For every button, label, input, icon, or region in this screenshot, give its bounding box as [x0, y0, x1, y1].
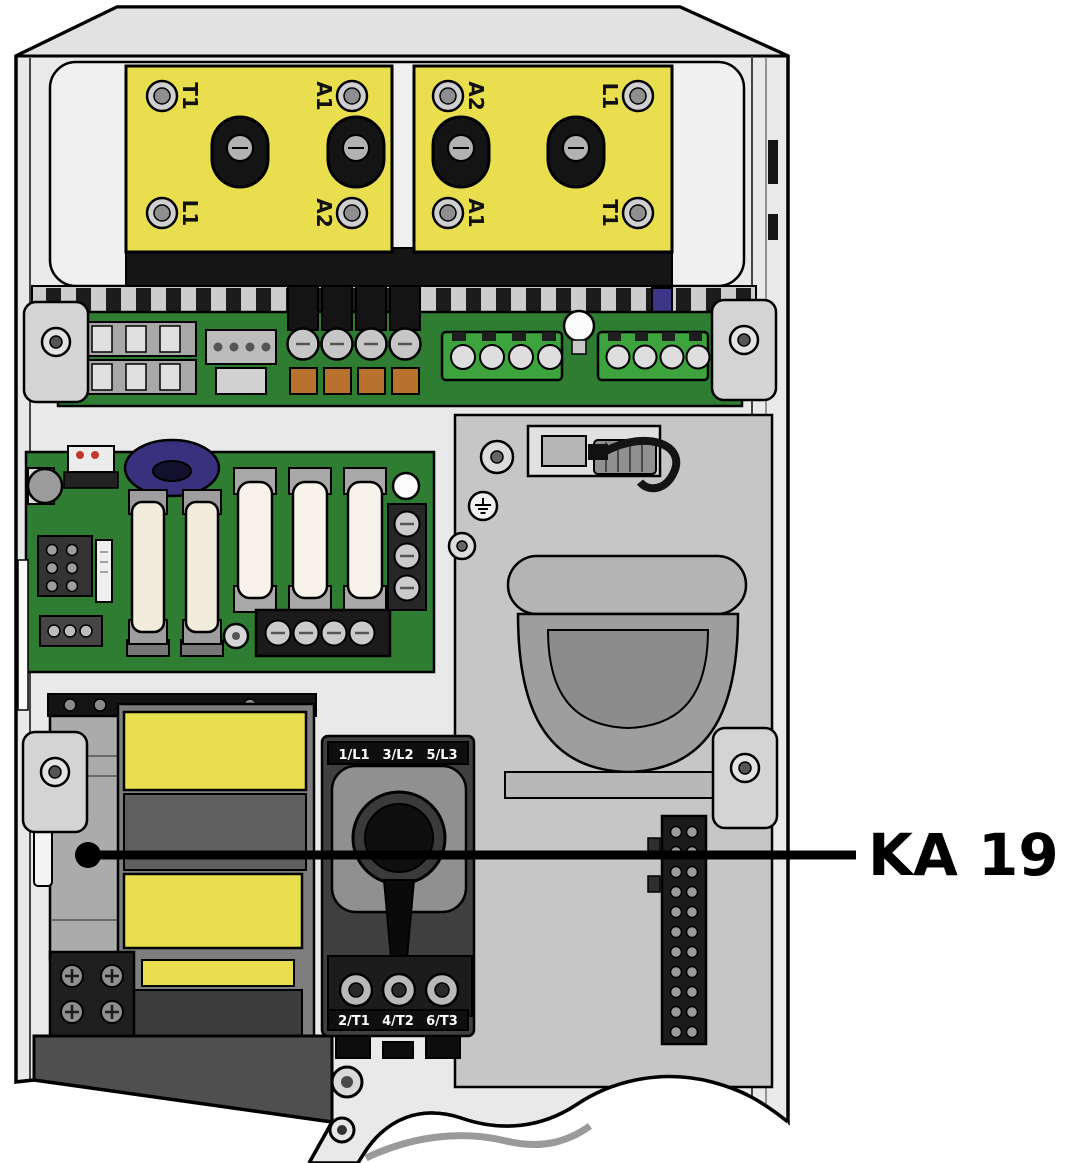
blue-component	[651, 287, 673, 315]
relay-contactor-assembly	[33, 693, 317, 1044]
power-screw-terminals	[286, 327, 422, 395]
terminal-label-left-bottom-right: A2	[312, 198, 336, 227]
busbar-cover-right: A2 L1 A1 T1	[412, 64, 674, 254]
terminal-label-right-top-right: L1	[598, 83, 622, 110]
mounting-tab-lower-right	[711, 726, 779, 830]
terminal-label-left-top-left: T1	[178, 82, 202, 110]
breaker-terminal-label: 2/T1	[338, 1014, 370, 1029]
torn-edge	[15, 1074, 790, 1163]
contactor-base-strip	[125, 247, 673, 289]
contactor	[116, 702, 316, 1044]
mounting-tab-lower-left	[21, 730, 89, 834]
fuse	[287, 466, 333, 614]
molding-lip	[506, 554, 748, 616]
fuse	[125, 488, 171, 658]
aux-terminal-block	[48, 950, 136, 1038]
white-ball-stud	[562, 309, 596, 343]
fuse	[232, 466, 278, 614]
white-ball-stud	[391, 471, 421, 501]
green-connector-left	[440, 330, 564, 382]
callout: KA 19	[75, 821, 1059, 889]
ground-terminals	[447, 439, 515, 561]
terminal-label-right-bottom-right: T1	[598, 199, 622, 227]
terminal-label-left-bottom-left: L1	[178, 200, 202, 227]
breaker-terminal-label: 3/L2	[382, 748, 413, 763]
breaker-terminal-label: 1/L1	[338, 748, 369, 763]
terminal-label-left-top-right: A1	[312, 81, 336, 110]
green-connector-right	[596, 330, 711, 382]
breaker-terminal-label: 6/T3	[426, 1014, 458, 1029]
terminal-label-right-bottom-left: A1	[464, 198, 488, 227]
motor-breaker: 1/L1 3/L2 5/L3 2/T1 4/T2 6/T3	[320, 734, 476, 1144]
fuse	[179, 488, 225, 658]
breaker-terminal-label: 5/L3	[426, 748, 457, 763]
cable	[602, 436, 681, 493]
small-relay	[67, 445, 115, 473]
terminal-label-right-top-left: A2	[464, 81, 488, 110]
main-pcb	[17, 438, 436, 711]
mounting-tab-upper-right	[710, 298, 778, 402]
io-pcb	[56, 285, 744, 408]
breaker-terminal-label: 4/T2	[382, 1014, 414, 1029]
mounting-tab-upper-left	[22, 300, 90, 404]
callout-dot	[75, 842, 101, 868]
top-cover	[15, 5, 789, 58]
capacitor	[26, 467, 64, 505]
fuse	[342, 466, 388, 614]
busbar-cover-left: T1 A1 L1 A2	[124, 64, 394, 254]
callout-label: KA 19	[868, 821, 1059, 889]
